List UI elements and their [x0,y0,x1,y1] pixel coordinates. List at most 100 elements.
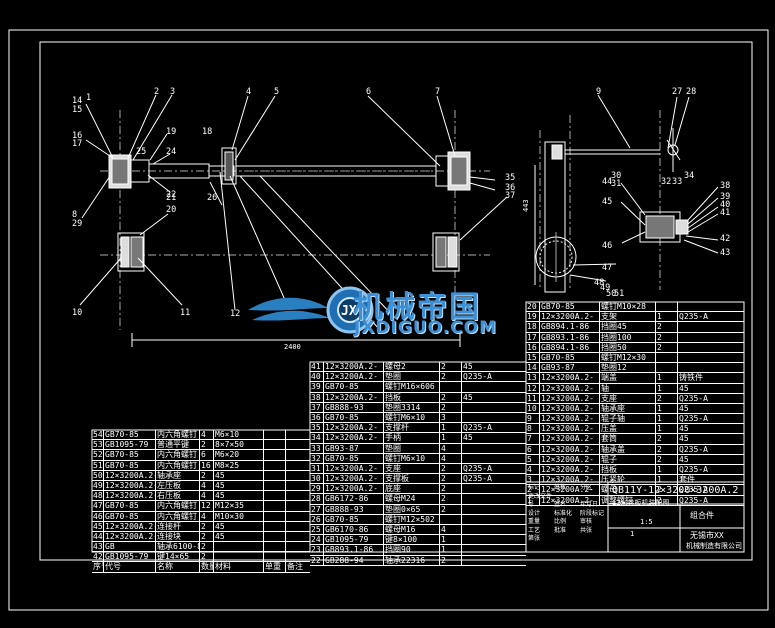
bom-cell: GB288-94 [324,555,384,565]
bom-cell: 支架 [600,312,656,322]
bom-cell: 2 [440,494,462,504]
bom-cell: 备注 [287,562,303,572]
bom-cell: 12×3200A.2- [540,383,600,393]
bom-cell: 螺母2 [384,362,440,372]
bom-cell: 铸铁件 [679,373,703,383]
bom-cell [286,440,310,449]
bom-cell: 轴承座 [156,470,200,480]
bom-cell [462,413,526,422]
title-block-label: 标准化 [554,509,573,517]
callout-37: 37 [505,191,515,201]
bom-cell: 12×3200A.2- [540,434,600,444]
bom-cell [286,450,310,459]
bom-cell: 2 [440,372,462,382]
bom-cell: 2 [656,434,678,444]
callout-26: 26 [207,193,217,203]
bom-cell: GB888-93 [324,402,384,412]
quantity-value: 1 [630,530,635,538]
bom-cell: 螺钉M10×28 [600,302,656,312]
bom-cell [286,552,310,561]
callout-1: 1 [86,93,91,103]
bom-cell: 8 [526,424,540,434]
bom-cell: 48 [93,491,104,501]
bom-cell: 42 [93,552,104,562]
bom-cell [462,515,526,524]
title-block-label: 处数 [554,484,567,491]
watermark-site: JXDIGUO.COM [354,318,498,338]
bom-cell: GB70-85 [324,382,384,392]
bom-cell [462,484,526,493]
bom-cell: 31 [310,463,324,474]
bom-cell: 支撑杆 [384,423,440,433]
bom-cell: 挡圈45 [600,322,656,332]
bom-cell: 4 [440,443,462,453]
bom-cell: 45 [679,424,689,434]
length-dimension: 2400 [284,343,301,351]
callout-3: 3 [170,87,175,97]
bom-cell: 挡圈50 [600,342,656,352]
bom-cell [264,450,286,460]
bom-cell: 连接杆 [156,521,200,531]
callout-30: 30 [611,171,621,181]
bom-cell: 2 [656,444,678,454]
bom-cell: 51 [93,460,104,470]
bom-cell [286,471,310,480]
bom-cell [440,514,462,524]
bom-cell: 12×3200A.2- [105,480,156,491]
bom-cell: 底座 [384,484,440,494]
bom-cell: 螺钉M12×30 [600,352,656,363]
bom-cell: 垫圈 [384,372,440,382]
bom-cell: 14 [526,363,540,373]
bom-cell [678,363,744,372]
bom-cell: 7 [526,434,540,444]
bom-cell: 内六角螺钉 [156,430,200,440]
bom-cell: 20 [526,302,540,312]
bom-cell: 端盖 [600,373,656,383]
bom-cell: 内六角螺钉 [156,460,200,470]
title-block-label: 第张 [528,535,541,542]
bom-cell: 垫圈0×65 [384,504,440,514]
callout-32: 32 [661,177,671,187]
callout-38: 38 [720,181,730,191]
bom-cell [462,505,526,514]
title-block-label: 比例 [554,518,567,525]
bom-cell: 轴 [600,383,656,393]
bom-cell: M8×25 [214,460,264,470]
company-name: 机械制造有限公司 [686,542,742,550]
bom-cell: 1 [656,424,678,434]
bom-cell: 垫圈3314 [384,402,440,412]
bom-cell: 1 [440,535,462,545]
bom-cell: 挡板 [600,465,656,475]
bom-cell: 12×3200A.2- [540,424,600,434]
title-block-label: 年月日 [580,501,599,508]
bom-cell: GB1095-79 [324,535,384,545]
bom-cell: 4 [526,465,540,475]
bom-cell: 2 [440,463,462,474]
bom-cell [440,382,462,392]
bom-cell: Q235-A [679,485,708,495]
bom-cell: 45 [93,521,104,531]
callout-44: 44 [602,177,612,187]
callout-25: 25 [136,147,146,157]
bom-cell [286,532,310,541]
bom-cell: M10×30 [214,511,264,521]
bom-cell: 45 [214,521,264,531]
bom-cell: 辊子轴 [600,414,656,424]
callout-12: 12 [230,309,240,319]
bom-cell: 序号 [92,562,104,572]
bom-cell: 53 [93,440,104,450]
